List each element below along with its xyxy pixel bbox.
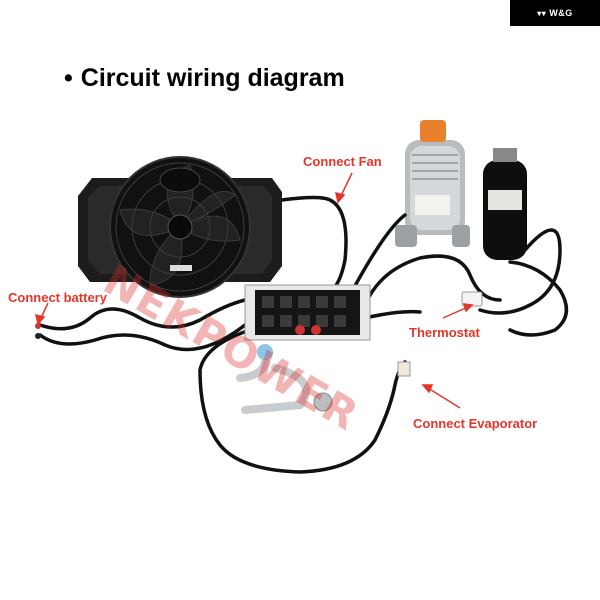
compressor: [395, 120, 470, 247]
evaporator-connector: [397, 361, 411, 377]
label-thermostat: Thermostat: [409, 325, 480, 340]
battery-lead-negative: [35, 333, 41, 339]
wiring-harness: [38, 195, 569, 474]
brand-logo: ▾▾ W&G: [510, 0, 600, 26]
page-title: •Circuit wiring diagram: [64, 64, 345, 92]
wiring-photo: [35, 120, 569, 474]
pointer-arrows: [35, 172, 474, 409]
pipe-fittings: [236, 344, 333, 414]
receiver-drier: [483, 148, 527, 260]
bullet-icon: •: [64, 64, 73, 92]
brand-text: W&G: [549, 8, 573, 18]
condenser-fan: [78, 156, 282, 298]
wifi-signal-icon: ▾▾: [537, 8, 547, 18]
controller-board: [244, 284, 371, 341]
label-connect-fan: Connect Fan: [303, 154, 382, 169]
label-connect-evaporator: Connect Evaporator: [413, 416, 538, 431]
battery-lead-positive: [35, 323, 41, 329]
label-connect-battery: Connect battery: [8, 290, 107, 305]
